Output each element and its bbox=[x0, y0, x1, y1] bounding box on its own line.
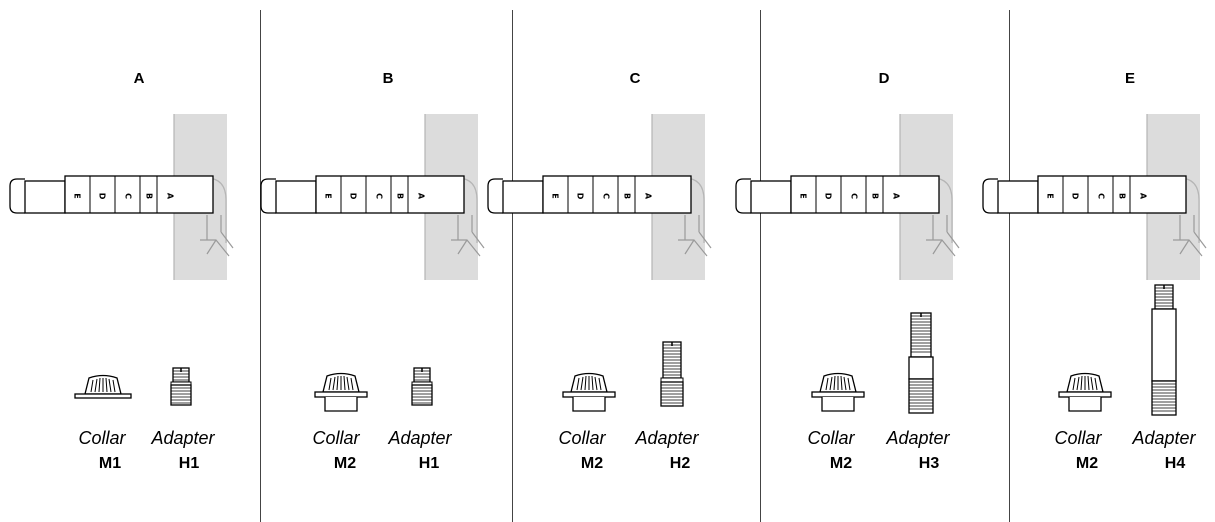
barb-icon bbox=[926, 215, 960, 257]
gauge-segment-e: E bbox=[73, 193, 82, 198]
adapter-h1-icon bbox=[411, 367, 433, 406]
adapter-h2-icon bbox=[660, 341, 684, 407]
collar-m1-icon bbox=[74, 374, 132, 399]
column-letter: D bbox=[879, 70, 890, 87]
gauge-segment-c: C bbox=[850, 193, 859, 199]
adapter-h4-icon bbox=[1151, 284, 1177, 416]
column-dividers bbox=[260, 10, 1010, 522]
collar-m2-icon bbox=[811, 372, 865, 412]
barb-icon bbox=[200, 215, 234, 257]
barb-icon bbox=[451, 215, 485, 257]
gauge-segment-c: C bbox=[124, 193, 133, 199]
gauge-segment-d: D bbox=[349, 193, 358, 200]
barb-icon bbox=[1173, 215, 1207, 257]
collar-code: M2 bbox=[581, 455, 603, 472]
barb-icon bbox=[678, 215, 712, 257]
gauge-segment-a: A bbox=[644, 193, 653, 200]
adapter-h3-icon bbox=[908, 312, 934, 414]
gauge-tool: E D C B A bbox=[982, 175, 1187, 214]
adapter-code: H1 bbox=[419, 455, 440, 472]
gauge-segment-b: B bbox=[1118, 193, 1127, 199]
gauge-tool: E D C B A bbox=[735, 175, 940, 214]
column-e: E E D bbox=[982, 70, 1207, 472]
gauge-tool: E D C B A bbox=[9, 175, 214, 214]
adapter-label: Adapter bbox=[634, 428, 699, 448]
collar-label: Collar bbox=[558, 428, 606, 448]
gauge-segment-labels: E D C B A bbox=[324, 193, 426, 200]
adapter-label: Adapter bbox=[150, 428, 215, 448]
collar-label: Collar bbox=[1054, 428, 1102, 448]
adapter-label: Adapter bbox=[1131, 428, 1196, 448]
column-c: C E D bbox=[487, 70, 712, 472]
collar-m2-icon bbox=[314, 372, 368, 412]
column-letter: E bbox=[1125, 70, 1135, 87]
adapter-code: H3 bbox=[919, 455, 940, 472]
adapter-code: H1 bbox=[179, 455, 200, 472]
gauge-segment-a: A bbox=[892, 193, 901, 200]
adapter-code: H2 bbox=[670, 455, 691, 472]
gauge-segment-labels: E D C B A bbox=[551, 193, 653, 200]
gauge-segment-d: D bbox=[576, 193, 585, 200]
gauge-segment-labels: E D C B A bbox=[799, 193, 901, 200]
collar-code: M1 bbox=[99, 455, 121, 472]
gauge-segment-e: E bbox=[324, 193, 333, 198]
column-letter: A bbox=[134, 70, 145, 87]
collar-code: M2 bbox=[830, 455, 852, 472]
gauge-segment-e: E bbox=[551, 193, 560, 198]
collar-label: Collar bbox=[807, 428, 855, 448]
gauge-segment-d: D bbox=[1071, 193, 1080, 200]
adapter-label: Adapter bbox=[387, 428, 452, 448]
column-a: A E D bbox=[9, 70, 234, 472]
gauge-segment-b: B bbox=[623, 193, 632, 199]
column-letter: C bbox=[630, 70, 641, 87]
gauge-tool: E D C B A bbox=[487, 175, 692, 214]
gauge-segment-b: B bbox=[396, 193, 405, 199]
adapter-code: H4 bbox=[1165, 455, 1186, 472]
gauge-segment-a: A bbox=[1139, 193, 1148, 200]
gauge-segment-a: A bbox=[166, 193, 175, 200]
column-d: D E D bbox=[735, 70, 960, 472]
column-letter: B bbox=[383, 70, 394, 87]
column-b: B E D bbox=[260, 70, 485, 472]
gauge-segment-c: C bbox=[375, 193, 384, 199]
collar-m2-icon bbox=[562, 372, 616, 412]
adapter-h1-icon bbox=[170, 367, 192, 406]
gauge-tool: E D C B A bbox=[260, 175, 465, 214]
gauge-segment-e: E bbox=[1046, 193, 1055, 198]
gauge-segment-c: C bbox=[1097, 193, 1106, 199]
gauge-segment-a: A bbox=[417, 193, 426, 200]
gauge-segment-d: D bbox=[824, 193, 833, 200]
gauge-segment-b: B bbox=[871, 193, 880, 199]
collar-code: M2 bbox=[334, 455, 356, 472]
gauge-segment-d: D bbox=[98, 193, 107, 200]
adapter-label: Adapter bbox=[885, 428, 950, 448]
gauge-segment-e: E bbox=[799, 193, 808, 198]
gauge-segment-labels: E D C B A bbox=[1046, 193, 1148, 200]
gauge-segment-c: C bbox=[602, 193, 611, 199]
collar-label: Collar bbox=[78, 428, 126, 448]
collar-code: M2 bbox=[1076, 455, 1098, 472]
gauge-segment-labels: E D C B A bbox=[73, 193, 175, 200]
collar-m2-icon bbox=[1058, 372, 1112, 412]
gauge-segment-b: B bbox=[145, 193, 154, 199]
collar-label: Collar bbox=[312, 428, 360, 448]
